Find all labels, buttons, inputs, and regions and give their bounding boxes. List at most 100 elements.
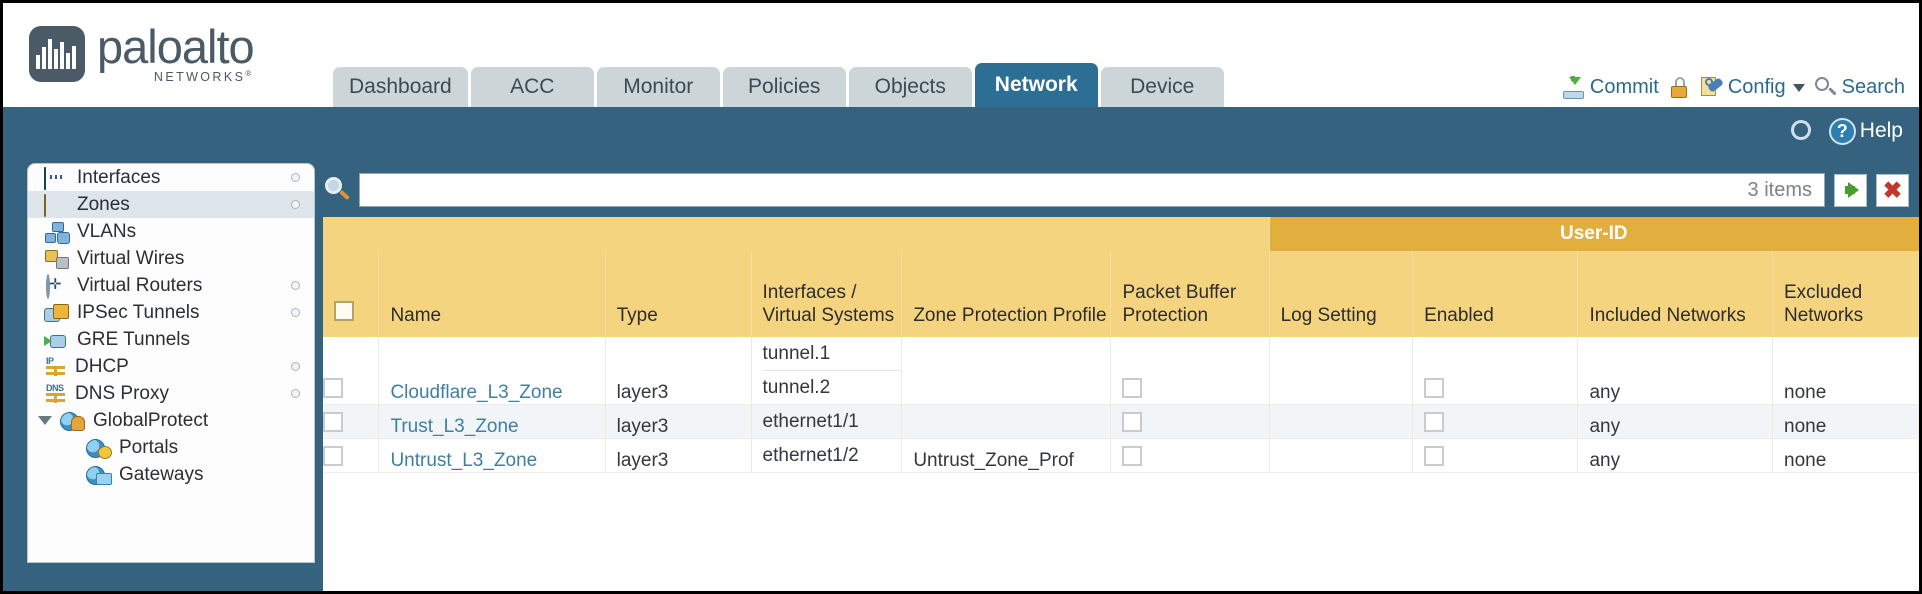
gre-tunnels-icon	[44, 330, 70, 350]
interface-item: ethernet1/1	[762, 411, 859, 432]
cell-name: Untrust_L3_Zone	[378, 438, 606, 473]
apply-filter-button[interactable]	[1834, 173, 1867, 207]
sidebar-item-vlans[interactable]: VLANs	[28, 218, 314, 245]
tab-acc[interactable]: ACC	[470, 67, 594, 107]
padlock-icon[interactable]	[1668, 76, 1691, 99]
search-icon	[1814, 76, 1837, 99]
sidebar-item-globalprotect[interactable]: GlobalProtect	[28, 407, 314, 434]
brand-registered: ®	[245, 69, 254, 78]
packet-buffer-protection-checkbox[interactable]	[1122, 446, 1143, 466]
sidebar-item-dhcp[interactable]: IP DHCP	[28, 353, 314, 380]
status-dot	[291, 308, 300, 317]
search-input[interactable]: 3 items	[359, 173, 1825, 207]
cell-userid-enabled	[1412, 337, 1579, 405]
filter-bar: 3 items ✖	[315, 163, 1919, 217]
userid-enabled-checkbox[interactable]	[1424, 412, 1445, 432]
sidebar-item-label: Zones	[77, 193, 130, 215]
interface-item: tunnel.1	[762, 343, 831, 364]
column-header-included-networks[interactable]: Included Networks	[1577, 251, 1773, 337]
cell-type: layer3	[605, 438, 752, 473]
tab-network[interactable]: Network	[974, 63, 1098, 107]
column-header-packet-buffer-protection[interactable]: Packet Buffer Protection	[1110, 251, 1270, 337]
status-dot	[291, 389, 300, 398]
cell-log-setting	[1269, 404, 1414, 439]
search-button[interactable]: Search	[1814, 76, 1905, 99]
zone-name-link[interactable]: Cloudflare_L3_Zone	[390, 382, 563, 403]
zone-name-link[interactable]: Untrust_L3_Zone	[390, 450, 538, 471]
sidebar-item-label: IPSec Tunnels	[77, 301, 200, 323]
sidebar-item-virtual-wires[interactable]: Virtual Wires	[28, 245, 314, 272]
sidebar-item-portals[interactable]: Portals	[28, 434, 314, 461]
sidebar-item-interfaces[interactable]: Interfaces	[28, 164, 314, 191]
zone-type: layer3	[616, 382, 669, 403]
userid-enabled-checkbox[interactable]	[1424, 446, 1445, 466]
tab-dashboard[interactable]: Dashboard	[333, 67, 468, 107]
sidebar-item-zones[interactable]: Zones	[28, 191, 314, 218]
column-header-name[interactable]: Name	[378, 251, 606, 337]
cell-log-setting	[1269, 438, 1414, 473]
virtual-routers-icon	[44, 273, 70, 299]
triangle-down-icon[interactable]	[38, 416, 52, 425]
zone-name-link[interactable]: Trust_L3_Zone	[390, 416, 519, 437]
sidebar-item-label: GRE Tunnels	[77, 328, 190, 350]
sidebar-item-label: DHCP	[75, 355, 129, 377]
config-menu-button[interactable]: Config	[1700, 76, 1805, 99]
packet-buffer-protection-checkbox[interactable]	[1122, 412, 1143, 432]
group-header-spacer	[323, 217, 1270, 251]
help-question-icon: ?	[1828, 117, 1856, 145]
cell-excluded-networks: none	[1772, 337, 1919, 405]
column-header-excluded-networks[interactable]: Excluded Networks	[1772, 251, 1919, 337]
clear-filter-button[interactable]: ✖	[1876, 173, 1909, 207]
column-header-log-setting[interactable]: Log Setting	[1269, 251, 1414, 337]
help-button[interactable]: ? Help	[1828, 117, 1903, 145]
vlans-icon	[44, 221, 70, 243]
sidebar-item-gateways[interactable]: Gateways	[28, 461, 314, 488]
sidebar-item-ipsec-tunnels[interactable]: IPSec Tunnels	[28, 299, 314, 326]
row-checkbox[interactable]	[323, 378, 343, 398]
tab-objects[interactable]: Objects	[848, 67, 972, 107]
sidebar-item-label: Virtual Wires	[77, 247, 185, 269]
userid-enabled-checkbox[interactable]	[1424, 378, 1445, 398]
cell-log-setting	[1269, 337, 1414, 405]
dns-proxy-icon: DNS	[44, 383, 68, 404]
table-row[interactable]: Trust_L3_Zone layer3 ethernet1/1	[323, 404, 1919, 439]
sidebar-item-gre-tunnels[interactable]: GRE Tunnels	[28, 326, 314, 353]
sub-toolbar-actions: ? Help	[1787, 117, 1903, 145]
column-header-enabled[interactable]: Enabled	[1412, 251, 1579, 337]
tab-device[interactable]: Device	[1100, 67, 1224, 107]
cell-zone-protection-profile	[901, 337, 1112, 405]
tab-monitor[interactable]: Monitor	[596, 67, 720, 107]
column-header-zone-protection-profile[interactable]: Zone Protection Profile	[901, 251, 1112, 337]
virtual-wires-icon	[44, 249, 70, 269]
sidebar-item-dns-proxy[interactable]: DNS DNS Proxy	[28, 380, 314, 407]
cell-zone-protection-profile	[901, 404, 1112, 439]
brand-name: paloalto	[97, 20, 255, 73]
sidebar-item-label: Virtual Routers	[77, 274, 203, 296]
cell-excluded-networks: none	[1772, 404, 1919, 439]
sidebar-item-virtual-routers[interactable]: Virtual Routers	[28, 272, 314, 299]
app-header: paloalto NETWORKS® Dashboard ACC Monitor…	[3, 3, 1919, 107]
row-checkbox[interactable]	[323, 446, 343, 466]
row-checkbox[interactable]	[323, 412, 343, 432]
table-row[interactable]: Cloudflare_L3_Zone layer3 tunnel.1 tunne…	[323, 337, 1919, 405]
main-nav-tabs: Dashboard ACC Monitor Policies Objects N…	[333, 63, 1224, 107]
column-header-type[interactable]: Type	[605, 251, 752, 337]
cell-type: layer3	[605, 337, 752, 405]
ipsec-tunnels-icon	[44, 303, 70, 323]
cell-interfaces: ethernet1/1	[751, 404, 903, 439]
tab-policies[interactable]: Policies	[722, 67, 846, 107]
table-row[interactable]: Untrust_L3_Zone layer3 ethernet1/2	[323, 438, 1919, 473]
cell-interfaces: ethernet1/2	[751, 438, 903, 473]
cell-packet-buffer-protection	[1110, 337, 1270, 405]
commit-button[interactable]: Commit	[1562, 76, 1659, 99]
sidebar-item-label: Interfaces	[77, 166, 161, 188]
packet-buffer-protection-checkbox[interactable]	[1122, 378, 1143, 398]
search-icon[interactable]	[323, 175, 353, 205]
select-all-checkbox[interactable]	[334, 301, 354, 321]
cell-type: layer3	[605, 404, 752, 439]
refresh-icon[interactable]	[1787, 117, 1815, 145]
config-label: Config	[1727, 76, 1786, 98]
column-header-interfaces[interactable]: Interfaces / Virtual Systems	[751, 251, 903, 337]
cell-name: Cloudflare_L3_Zone	[378, 337, 606, 405]
